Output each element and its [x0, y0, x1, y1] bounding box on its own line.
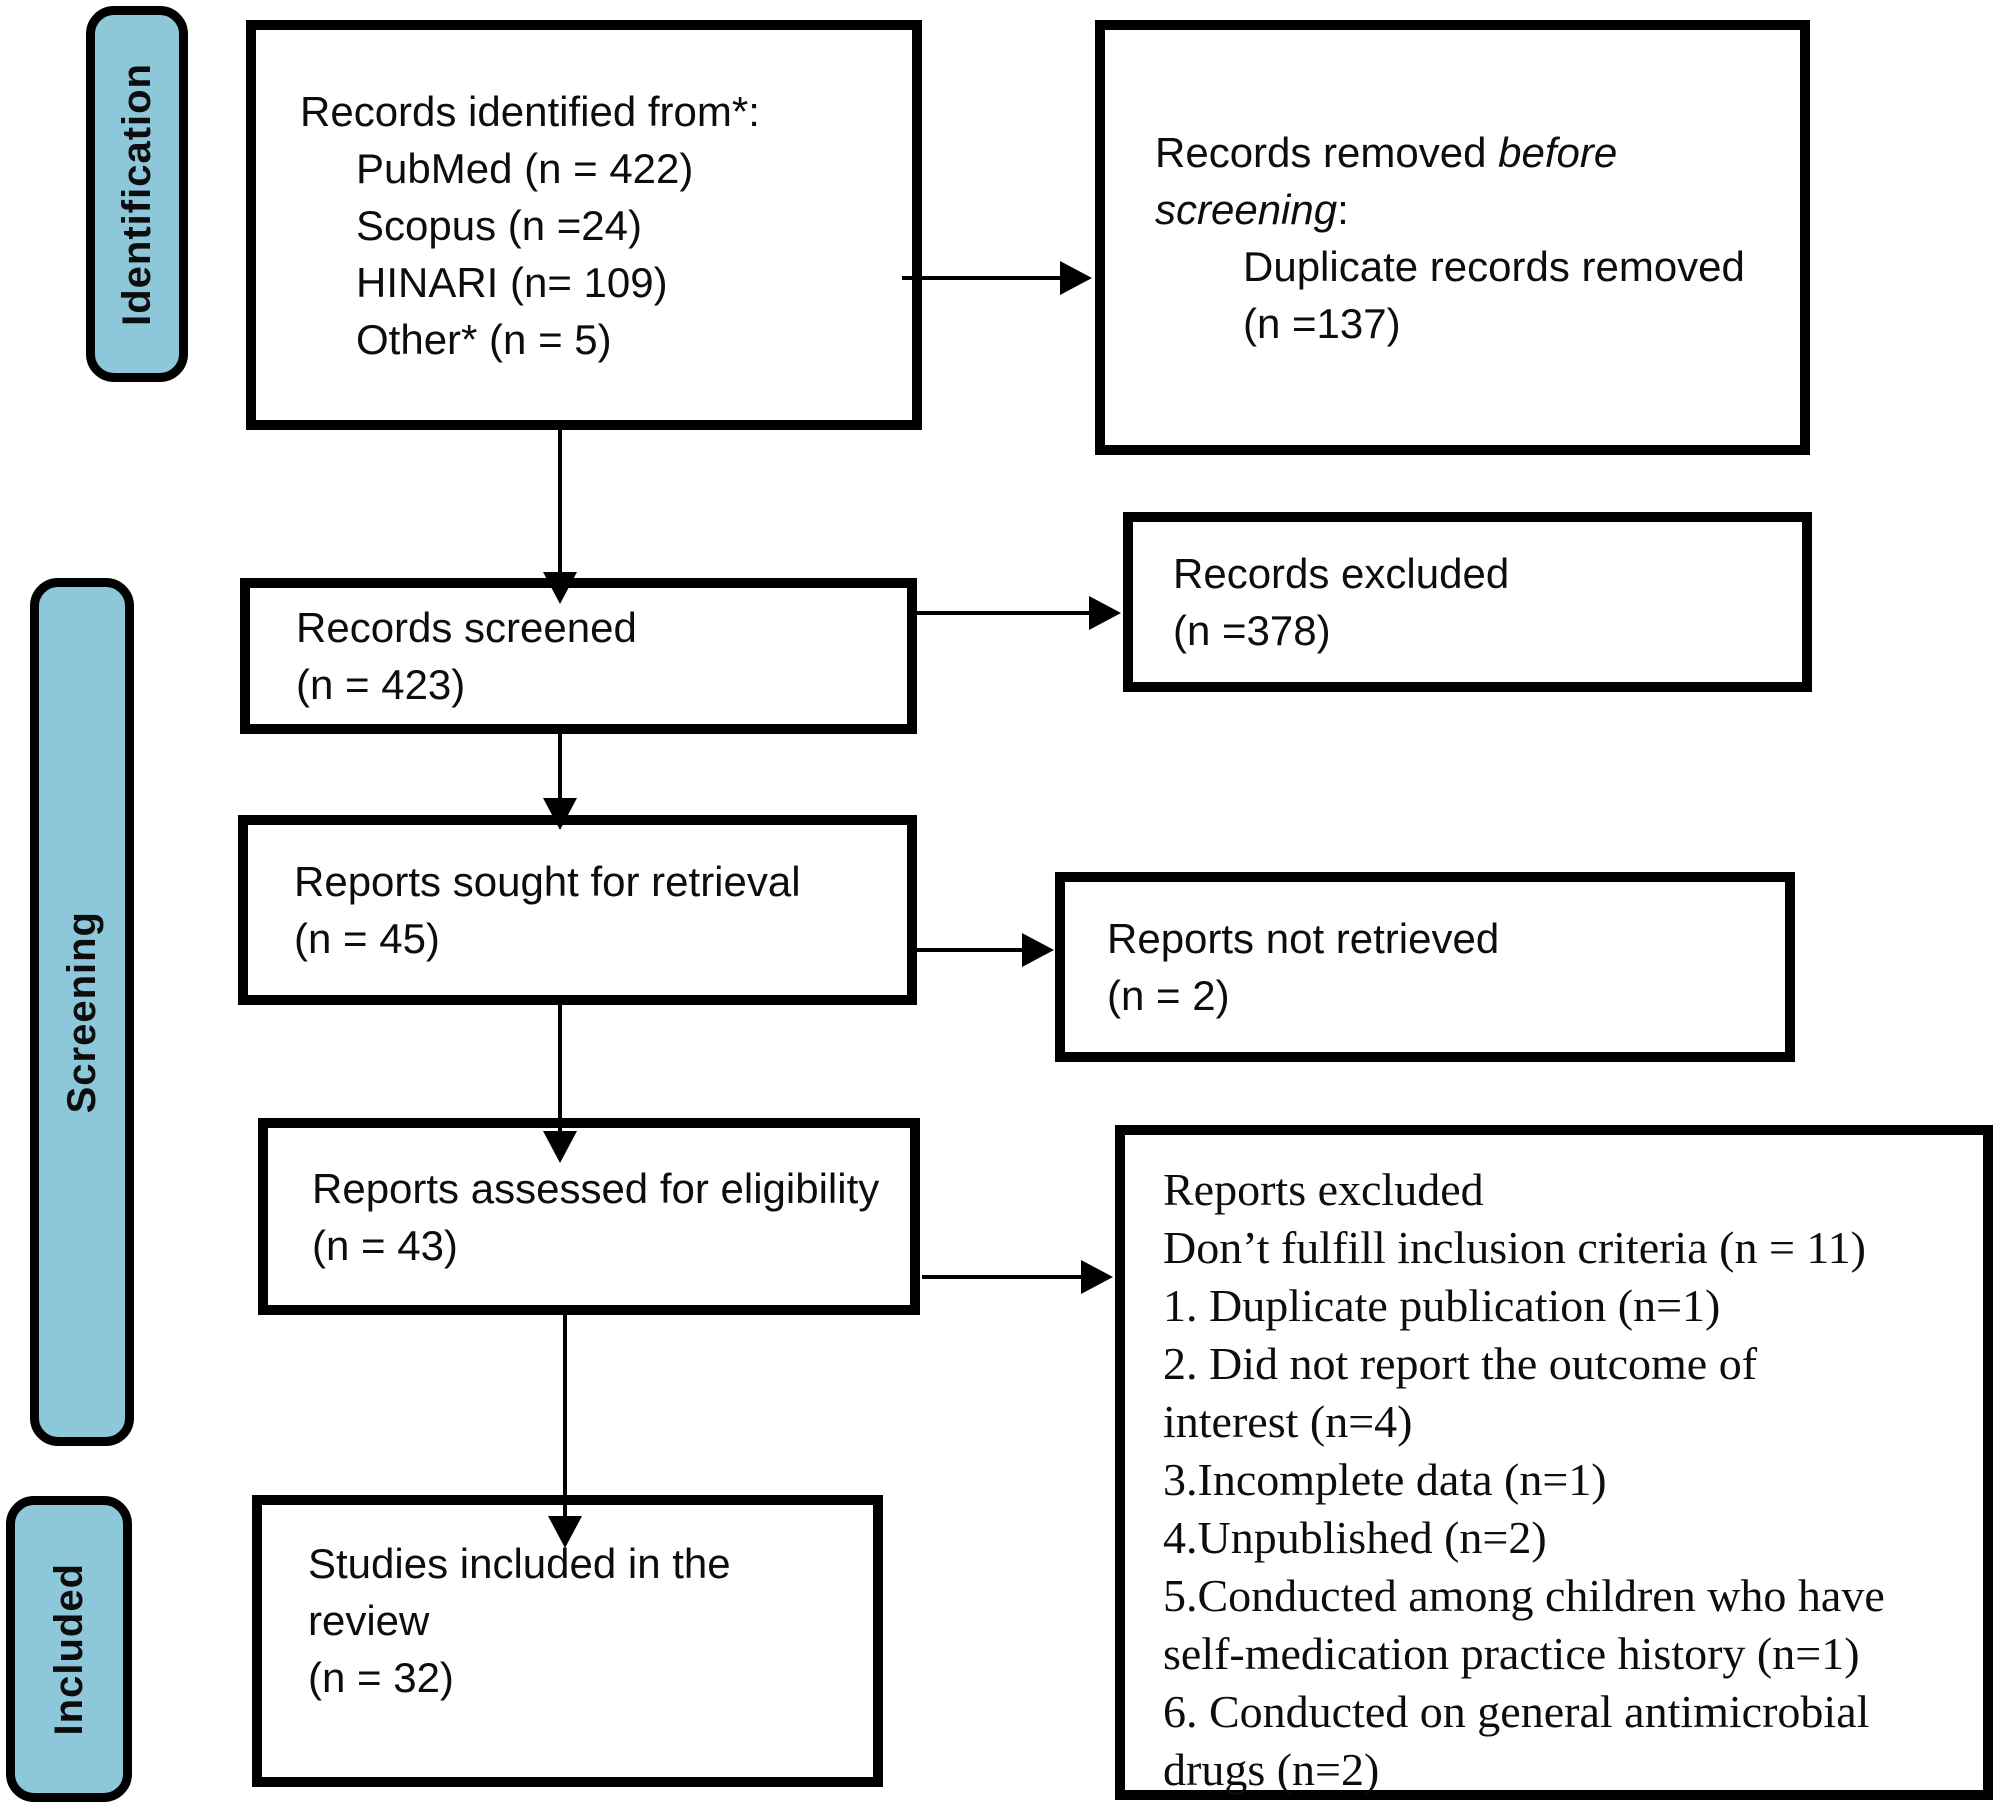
text-line: 1. Duplicate publication (n=1)	[1163, 1280, 1721, 1331]
text-line: Records excluded	[1173, 550, 1510, 597]
arrowhead-right-icon	[1089, 596, 1121, 630]
title-colon: :	[1337, 185, 1349, 233]
node-reports-assessed: Reports assessed for eligibility (n = 43)	[258, 1118, 920, 1315]
text-line: review	[308, 1597, 430, 1644]
arrow-line	[558, 430, 562, 576]
arrow-line	[558, 1005, 562, 1135]
text-line: HINARI (n= 109)	[356, 258, 668, 306]
arrow-line	[917, 948, 1025, 952]
text-line: (n =137)	[1243, 299, 1401, 347]
arrowhead-down-icon	[548, 1516, 582, 1548]
arrow-line	[917, 611, 1092, 615]
node-reports-not-retrieved: Reports not retrieved (n = 2)	[1055, 872, 1795, 1062]
arrowhead-down-icon	[543, 572, 577, 604]
stage-label-screening: Screening	[59, 910, 104, 1114]
text-line: 3.Incomplete data (n=1)	[1163, 1454, 1607, 1505]
text-line: Duplicate records removed	[1243, 242, 1745, 290]
text-line: (n =378)	[1173, 607, 1331, 654]
arrow-line	[563, 1315, 567, 1520]
arrow-line	[922, 1275, 1084, 1279]
title-text: Records removed	[1155, 128, 1499, 176]
text-line: Other* (n = 5)	[356, 315, 612, 363]
title-italic-text: before screening	[1155, 128, 1618, 233]
node-title: Records removed before screening:	[1155, 124, 1745, 238]
text-line: Records screened	[296, 604, 637, 651]
stage-label-identification: Identification	[114, 62, 159, 326]
text-line: (n = 43)	[312, 1221, 458, 1269]
text-line: interest (n=4)	[1163, 1396, 1413, 1447]
text-line: 6. Conducted on general antimicrobial	[1163, 1686, 1870, 1737]
node-reports-sought: Reports sought for retrieval (n = 45)	[238, 815, 917, 1005]
node-records-excluded: Records excluded (n =378)	[1123, 512, 1812, 692]
arrowhead-down-icon	[543, 798, 577, 830]
stage-band-included: Included	[6, 1496, 132, 1802]
text-line: Reports not retrieved	[1107, 915, 1500, 962]
text-line: (n = 45)	[294, 915, 440, 962]
node-records-removed: Records removed before screening: Duplic…	[1095, 20, 1810, 455]
node-studies-included: Studies included in the review (n = 32)	[252, 1495, 883, 1787]
text-line: (n = 32)	[308, 1654, 454, 1701]
text-line: drugs (n=2)	[1163, 1744, 1380, 1795]
text-line: 4.Unpublished (n=2)	[1163, 1512, 1547, 1563]
text-line: Don’t fulfill inclusion criteria (n = 11…	[1163, 1222, 1867, 1273]
text-line: Reports sought for retrieval	[294, 858, 801, 905]
arrowhead-right-icon	[1022, 933, 1054, 967]
node-title: Records identified from*:	[300, 87, 760, 135]
arrowhead-down-icon	[543, 1131, 577, 1163]
source-list: PubMed (n = 422) Scopus (n =24) HINARI (n=…	[300, 140, 912, 368]
text-line: PubMed (n = 422)	[356, 144, 694, 192]
stage-label-included: Included	[46, 1562, 91, 1736]
node-records-screened: Records screened (n = 423)	[240, 578, 917, 734]
removed-list: Duplicate records removed (n =137)	[1155, 238, 1745, 352]
text-line: 2. Did not report the outcome of	[1163, 1338, 1758, 1389]
arrow-line	[902, 276, 1064, 280]
stage-band-identification: Identification	[86, 6, 188, 382]
arrowhead-right-icon	[1081, 1260, 1113, 1294]
text-line: Scopus (n =24)	[356, 201, 643, 249]
text-line: 5.Conducted among children who have	[1163, 1570, 1885, 1621]
text-line: Studies included in the	[308, 1540, 731, 1587]
text-line: (n = 2)	[1107, 972, 1230, 1019]
arrow-line	[558, 734, 562, 802]
node-records-identified: Records identified from*: PubMed (n = 42…	[246, 20, 922, 430]
text-line: self-medication practice history (n=1)	[1163, 1628, 1860, 1679]
text-line: Reports assessed for eligibility	[312, 1164, 880, 1212]
text-line: Reports excluded	[1163, 1164, 1484, 1215]
text-line: (n = 423)	[296, 661, 466, 708]
arrowhead-right-icon	[1060, 261, 1092, 295]
stage-band-screening: Screening	[30, 578, 134, 1446]
